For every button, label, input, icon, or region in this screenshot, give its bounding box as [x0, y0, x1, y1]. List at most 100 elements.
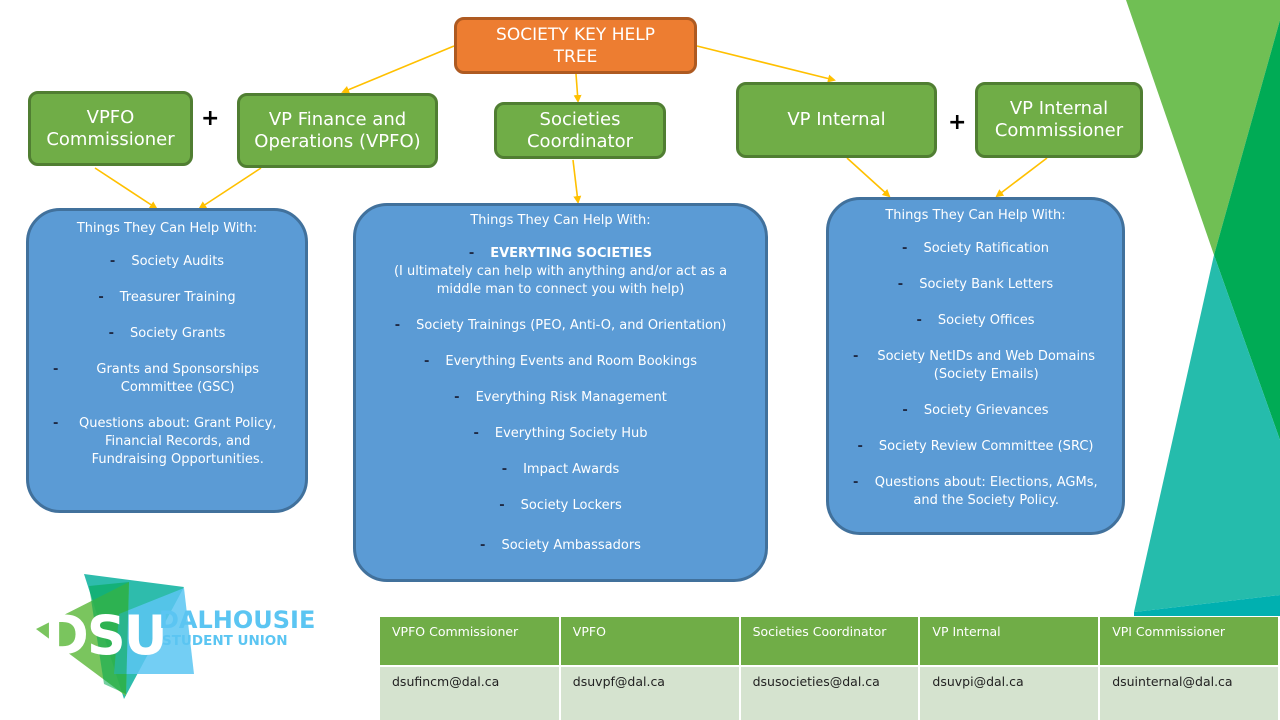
dash-bullet: - — [423, 354, 430, 369]
root-node-label: SOCIETY KEY HELP TREE — [496, 24, 655, 67]
help-item: -Questions about: Elections, AGMs, and t… — [829, 474, 1122, 510]
help-box-heading: Things They Can Help With: — [470, 213, 651, 228]
help-item: -Society Grievances — [829, 402, 1122, 420]
role-node-vpfo: VP Finance and Operations (VPFO) — [237, 93, 438, 168]
role-label: VPFO Commissioner — [46, 106, 175, 150]
help-item-text: Everything Risk Management — [475, 390, 667, 405]
help-item-lead-content: -EVERYTING SOCIETIES (I ultimately can h… — [386, 245, 735, 299]
logo-name-line2: STUDENT UNION — [162, 633, 288, 649]
dash-bullet: - — [473, 426, 479, 441]
dash-bullet: - — [480, 538, 486, 553]
help-item: -Society Lockers — [356, 497, 765, 515]
help-item-lead-title: EVERYTING SOCIETIES — [490, 246, 653, 261]
plus-sign-left: + — [201, 106, 220, 131]
help-item: -Everything Events and Room Bookings — [356, 353, 765, 371]
help-box-internal: Things They Can Help With: -Society Rati… — [826, 197, 1125, 535]
help-item: -Society Grants — [29, 325, 305, 343]
help-box-finance: Things They Can Help With: -Society Audi… — [26, 208, 308, 513]
help-item-text: Society Trainings (PEO, Anti-O, and Orie… — [416, 318, 727, 333]
help-box-societies: Things They Can Help With: -EVERYTING SO… — [353, 203, 768, 582]
help-item: -Society Ambassadors — [356, 537, 765, 555]
help-item-text: Everything Events and Room Bookings — [445, 354, 698, 369]
role-label: VP Internal Commissioner — [994, 98, 1124, 141]
help-item-lead-note: (I ultimately can help with anything and… — [393, 264, 728, 297]
help-box-heading: Things They Can Help With: — [76, 221, 258, 236]
contact-table-header-row: VPFO Commissioner VPFO Societies Coordin… — [380, 617, 1280, 667]
help-item-text: Impact Awards — [523, 462, 620, 477]
help-item-text: Society Bank Letters — [919, 277, 1054, 292]
help-box-heading: Things They Can Help With: — [885, 208, 1066, 223]
deco-light-green-triangle — [1126, 0, 1280, 255]
dash-bullet: - — [902, 403, 908, 418]
help-item-text: Grants and Sponsorships Committee (GSC) — [96, 362, 260, 395]
dash-bullet: - — [853, 349, 859, 364]
dash-bullet: - — [454, 390, 460, 405]
contact-table: VPFO Commissioner VPFO Societies Coordin… — [380, 617, 1280, 720]
dash-bullet: - — [902, 241, 908, 256]
deco-teal-triangle — [1134, 255, 1280, 612]
help-item: -Society Bank Letters — [829, 276, 1122, 294]
help-item-text: Treasurer Training — [119, 290, 236, 305]
dash-bullet: - — [916, 313, 922, 328]
contact-header-cell: VP Internal — [919, 617, 1101, 667]
dash-bullet: - — [53, 416, 59, 431]
contact-table-row: dsufincm@dal.ca dsuvpf@dal.ca dsusocieti… — [380, 666, 1280, 720]
help-item-text: Society Lockers — [520, 498, 622, 513]
contact-email-cell: dsusocieties@dal.ca — [739, 666, 921, 720]
contact-email-cell: dsuvpf@dal.ca — [559, 666, 741, 720]
help-item: -Everything Risk Management — [356, 389, 765, 407]
help-item-text: Questions about: Elections, AGMs, and th… — [874, 475, 1098, 508]
help-item-text: Questions about: Grant Policy, Financial… — [78, 416, 277, 467]
contact-email-cell: dsufincm@dal.ca — [380, 666, 561, 720]
plus-sign-right: + — [948, 110, 967, 135]
help-item-text: Society Review Committee (SRC) — [878, 439, 1094, 454]
dsu-logo: DSU — [36, 574, 194, 699]
dash-bullet: - — [897, 277, 904, 292]
help-item: -Society Offices — [829, 312, 1122, 330]
help-item-text: Society Grievances — [923, 403, 1049, 418]
contact-header-cell: VPFO — [559, 617, 741, 667]
root-node-society-key-help-tree: SOCIETY KEY HELP TREE — [454, 17, 697, 74]
help-item-text: Society Ambassadors — [501, 538, 641, 553]
help-list: -Society Ratification -Society Bank Lett… — [829, 240, 1122, 510]
role-label: Societies Coordinator — [526, 108, 633, 152]
role-node-societies-coordinator: Societies Coordinator — [494, 102, 666, 159]
help-item: - Society NetIDs and Web Domains (Society… — [829, 348, 1122, 384]
help-item: -Treasurer Training — [29, 289, 305, 307]
dash-bullet: - — [857, 439, 863, 454]
help-item: -Impact Awards — [356, 461, 765, 479]
role-node-vpi-commissioner: VP Internal Commissioner — [975, 82, 1143, 158]
dash-bullet: - — [853, 475, 859, 490]
help-item: - Questions about: Grant Policy, Financia… — [29, 415, 305, 469]
role-label: VP Finance and Operations (VPFO) — [254, 108, 421, 152]
dash-bullet: - — [468, 246, 475, 261]
dash-bullet: - — [501, 462, 508, 477]
help-item: - Grants and Sponsorships Committee (GSC) — [29, 361, 305, 397]
dash-bullet: - — [394, 318, 401, 333]
dash-bullet: - — [108, 326, 114, 341]
help-item: -Everything Society Hub — [356, 425, 765, 443]
help-item: -Society Review Committee (SRC) — [829, 438, 1122, 456]
contact-email-cell: dsuinternal@dal.ca — [1099, 666, 1280, 720]
help-item: -Society Ratification — [829, 240, 1122, 258]
dash-bullet: - — [98, 290, 104, 305]
help-list: -EVERYTING SOCIETIES (I ultimately can h… — [356, 245, 765, 555]
logo-mark-text: DSU — [44, 604, 166, 667]
dash-bullet: - — [53, 362, 59, 377]
contact-header-cell: VPI Commissioner — [1099, 617, 1280, 667]
help-item-text: Everything Society Hub — [494, 426, 648, 441]
help-item-text: Society Ratification — [923, 241, 1049, 256]
help-item-lead: -EVERYTING SOCIETIES (I ultimately can h… — [356, 245, 765, 299]
help-item-text: Society Offices — [937, 313, 1035, 328]
help-item: -Society Trainings (PEO, Anti-O, and Ori… — [356, 317, 765, 335]
dash-bullet: - — [499, 498, 505, 513]
deco-teal-strip — [1134, 595, 1280, 616]
deco-green-triangle — [1214, 20, 1280, 440]
help-item: -Society Audits — [29, 253, 305, 271]
logo-name-line1: DALHOUSIE — [159, 606, 316, 634]
contact-email-cell: dsuvpi@dal.ca — [919, 666, 1101, 720]
dash-bullet: - — [109, 254, 116, 269]
help-item-text: Society NetIDs and Web Domains (Society … — [877, 349, 1096, 382]
role-node-vpfo-commissioner: VPFO Commissioner — [28, 91, 193, 166]
